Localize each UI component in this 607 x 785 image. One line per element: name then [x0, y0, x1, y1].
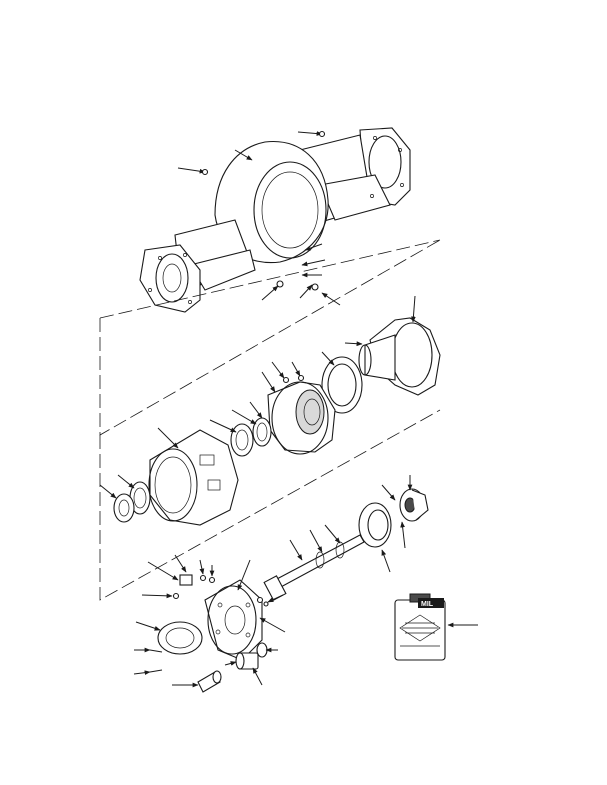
callout-arrow [224, 661, 237, 666]
callout-arrow [291, 361, 301, 377]
callout-arrow [177, 167, 206, 174]
callout-arrow [252, 667, 263, 686]
callout-arrow [321, 292, 341, 306]
callout-arrow [411, 295, 416, 323]
callout-arrow [297, 131, 323, 136]
alignment-line [99, 409, 441, 601]
callout-arrow [289, 539, 303, 561]
cover-plate [157, 621, 203, 655]
callout-arrow [400, 521, 406, 549]
axle-shaft [263, 534, 365, 601]
carrier-hub [399, 488, 429, 522]
planet-pin [197, 670, 222, 693]
callout-arrow [231, 409, 257, 425]
callout-arrow [309, 529, 323, 553]
wheel-hub [267, 381, 336, 455]
callout-arrow [237, 559, 251, 591]
callout-arrow [141, 593, 173, 599]
callout-arrow [381, 484, 396, 501]
callout-arrow [304, 243, 323, 251]
axle-housing [139, 127, 411, 313]
lubricant-container [394, 593, 446, 661]
seal-ring [321, 356, 363, 414]
screws [149, 649, 163, 673]
brake-drum [148, 429, 239, 526]
callout-arrow [249, 401, 263, 419]
callout-arrow [135, 621, 161, 631]
spindle [358, 317, 441, 396]
callout-arrow [117, 474, 135, 489]
callout-arrow [147, 561, 179, 581]
hardware [172, 574, 269, 607]
alignment-line [99, 239, 441, 319]
callout-arrow [261, 285, 279, 301]
container-label: MIL [421, 601, 434, 608]
callout-arrow [99, 484, 117, 499]
callout-arrow [299, 284, 313, 299]
callout-arrow [381, 549, 391, 573]
callout-arrow [271, 361, 285, 379]
callout-arrow [157, 427, 179, 449]
ring-gear [358, 502, 392, 548]
callout-arrow [174, 554, 187, 573]
drum-seal [113, 481, 151, 523]
bearing-ring [230, 417, 272, 457]
callout-arrow [267, 594, 284, 603]
callout-arrow [234, 149, 253, 161]
callout-arrow [324, 524, 341, 544]
planet-gear [235, 642, 268, 670]
callout-arrow [133, 670, 151, 676]
callout-arrow [344, 341, 363, 347]
callout-arrow [321, 351, 335, 366]
callout-arrow [301, 259, 326, 267]
callout-arrow [261, 371, 276, 393]
callout-arrow [259, 617, 286, 633]
callout-arrow [209, 419, 237, 433]
brake-plate [204, 579, 263, 661]
callout-arrow [199, 559, 205, 575]
